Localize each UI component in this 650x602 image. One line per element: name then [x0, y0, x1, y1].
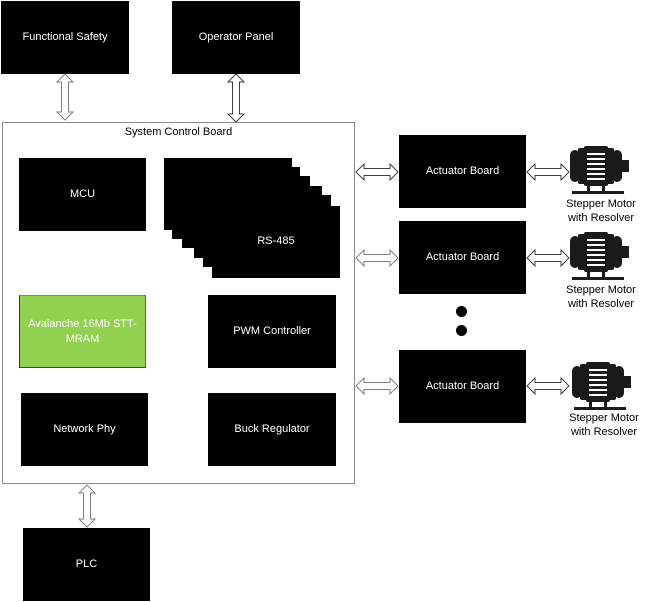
motor-label-line1: Stepper Motor: [566, 284, 636, 296]
stt-mram-label: Avalanche 16Mb STT-MRAM: [28, 317, 137, 345]
double-arrow-icon: [355, 248, 399, 268]
motor-label-line1: Stepper Motor: [566, 198, 636, 210]
stepper-motor-icon: [572, 362, 631, 410]
pwm-controller-label: PWM Controller: [233, 325, 311, 338]
ellipsis-dot: [456, 325, 467, 336]
double-arrow-icon: [526, 376, 570, 396]
actuator-board-label: Actuator Board: [425, 165, 500, 178]
actuator-board: Actuator Board: [399, 221, 526, 294]
system-control-board-title: System Control Board: [124, 126, 233, 138]
actuator-board: Actuator Board: [399, 350, 526, 423]
double-arrow-icon: [355, 162, 399, 182]
motor-label-line1: Stepper Motor: [569, 412, 639, 424]
rs485-layer: [212, 206, 340, 278]
operator-panel-block: Operator Panel: [172, 1, 300, 74]
ellipsis-dot: [456, 306, 467, 317]
functional-safety-block: Functional Safety: [1, 1, 129, 74]
network-phy-label: Network Phy: [53, 423, 116, 436]
actuator-board-label: Actuator Board: [425, 380, 500, 393]
plc-block: PLC: [23, 528, 150, 601]
rs485-label: RS-485: [257, 235, 295, 247]
mcu-label: MCU: [69, 188, 96, 201]
operator-panel-label: Operator Panel: [198, 31, 274, 44]
motor-label: Stepper Motor with Resolver: [559, 411, 649, 440]
double-arrow-icon: [355, 376, 399, 396]
double-arrow-icon: [226, 73, 246, 123]
functional-safety-label: Functional Safety: [22, 31, 108, 44]
actuator-board: Actuator Board: [399, 135, 526, 208]
motor-label-line2: with Resolver: [567, 212, 635, 225]
double-arrow-icon: [55, 73, 75, 121]
network-phy-block: Network Phy: [21, 393, 148, 466]
stt-mram-block: Avalanche 16Mb STT-MRAM: [19, 295, 146, 368]
motor-label-line2: with Resolver: [567, 298, 635, 311]
stepper-motor-icon: [570, 146, 629, 194]
actuator-board-label: Actuator Board: [425, 251, 500, 264]
double-arrow-icon: [77, 484, 97, 528]
plc-label: PLC: [75, 558, 98, 571]
pwm-controller-block: PWM Controller: [208, 295, 336, 368]
buck-regulator-block: Buck Regulator: [208, 393, 336, 466]
buck-regulator-label: Buck Regulator: [234, 423, 310, 436]
motor-label-line2: with Resolver: [570, 426, 638, 439]
mcu-block: MCU: [19, 158, 146, 231]
motor-label: Stepper Motor with Resolver: [556, 283, 646, 312]
motor-label: Stepper Motor with Resolver: [556, 197, 646, 226]
double-arrow-icon: [526, 162, 570, 182]
double-arrow-icon: [526, 248, 570, 268]
stepper-motor-icon: [570, 232, 629, 280]
